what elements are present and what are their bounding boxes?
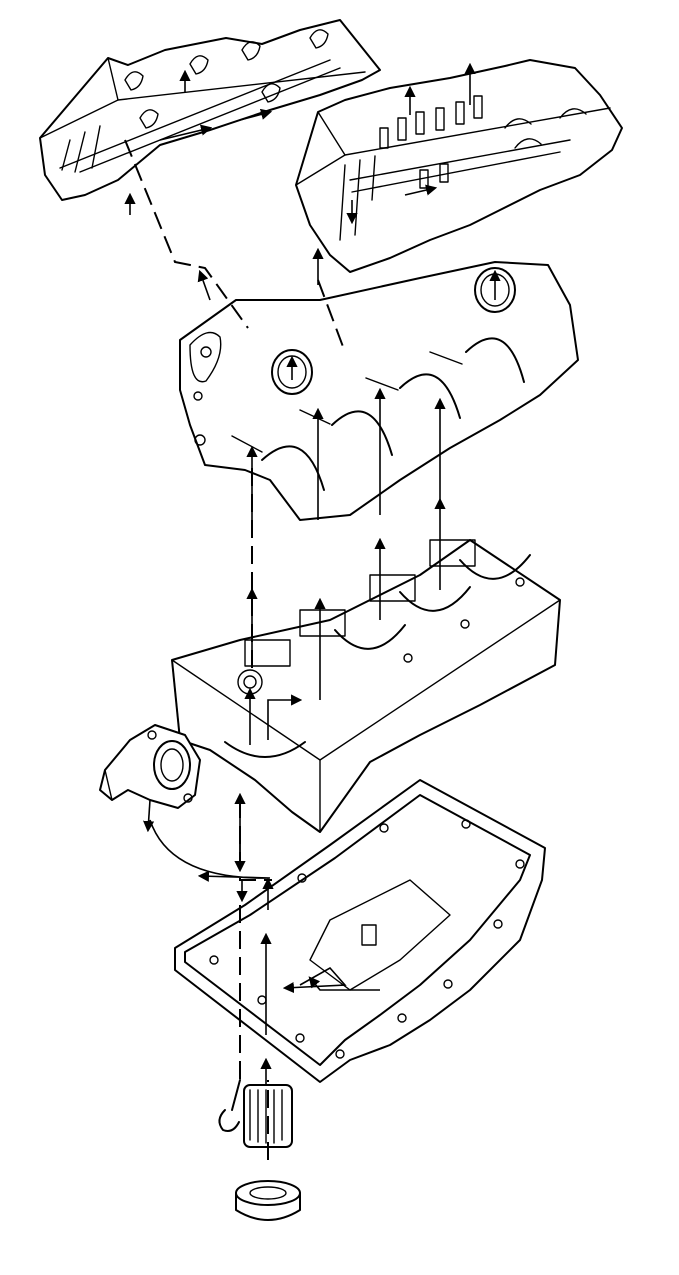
flow-arrow	[159, 124, 213, 141]
flow-arrow	[239, 108, 273, 121]
crankshaft-bearing-carrier	[171, 539, 561, 833]
carrier-bearing-saddles	[224, 539, 531, 758]
right-cylinder-head	[295, 59, 623, 273]
oil-pump	[99, 724, 201, 809]
flow-arrow	[149, 819, 271, 882]
right-head-lifters	[379, 95, 483, 189]
flow-arrow	[143, 799, 155, 833]
oil-pan	[174, 779, 546, 1083]
left-head-valve-cups	[124, 29, 329, 129]
flow-arrow	[267, 694, 303, 740]
left-cylinder-head	[39, 19, 381, 201]
oil-pan-bolt-holes	[209, 819, 525, 1059]
flow-arrow	[308, 976, 380, 991]
block-main-bearing-webs	[231, 337, 525, 491]
flow-arrow	[404, 184, 438, 196]
flow-arrow	[197, 269, 211, 301]
oil-flow-arrows	[124, 62, 501, 1085]
oil-filter-adapter	[218, 1079, 241, 1132]
engine-block	[179, 261, 579, 521]
